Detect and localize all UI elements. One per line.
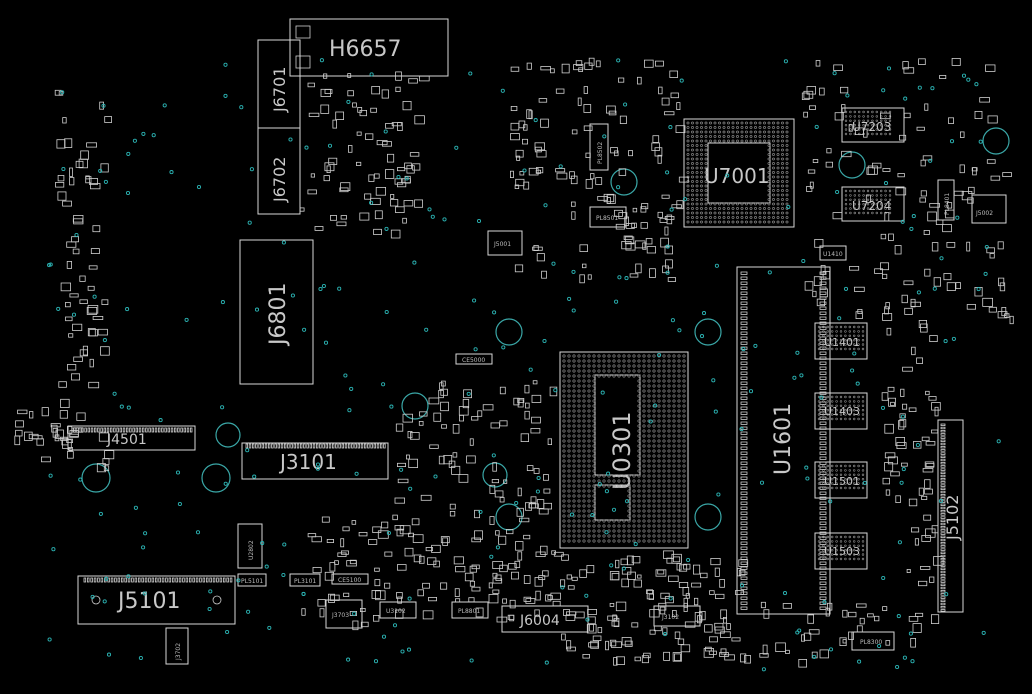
label-u1503: U1503 [824, 545, 860, 558]
label-ce5000: CE5000 [462, 357, 485, 364]
label-j5101: J5101 [116, 589, 180, 614]
label-u0301: U0301 [608, 411, 636, 490]
inductor-pl5101[interactable]: PL5101 [237, 573, 267, 587]
chip-u1501[interactable]: U1501 [814, 461, 868, 499]
label-u3102: U3102 [386, 608, 406, 615]
label-pl3101: PL3101 [294, 578, 316, 585]
label-j5001: J5001 [493, 241, 511, 248]
connector-j3102[interactable]: J3102 [653, 605, 701, 627]
bga-ball-grids [562, 110, 892, 561]
connector-j3101[interactable]: J3101 [241, 442, 389, 480]
connector-j3702[interactable]: J3702 [165, 627, 189, 665]
connector-j5002[interactable]: J5002 [971, 194, 1007, 224]
label-u7204: U7204 [852, 199, 891, 213]
label-j3702: J3702 [175, 643, 182, 661]
connector-j5102[interactable]: J5102 [937, 419, 964, 613]
label-j3703: J3703 [331, 612, 349, 619]
label-j5002: J5002 [975, 210, 993, 217]
label-u1403: U1403 [824, 405, 860, 418]
connector-h6657[interactable]: H6657 [289, 18, 449, 77]
smd-components [14, 57, 1014, 668]
label-h6657: H6657 [329, 37, 402, 62]
inductor-pl8801[interactable]: PL8801 [451, 601, 489, 619]
label-pl5101: PL5101 [241, 578, 263, 585]
label-j3101: J3101 [278, 450, 337, 474]
label-pl8501: PL8501 [596, 215, 618, 222]
label-j6004: J6004 [519, 613, 560, 629]
label-j3102: J3102 [661, 614, 679, 621]
label-j6702: J6702 [270, 157, 289, 203]
label-u7203: U7203 [852, 120, 891, 134]
inductor-pl3101[interactable]: PL3101 [289, 573, 321, 587]
inductor-pl8502[interactable]: PL8502 [589, 123, 609, 171]
connector-j6801[interactable]: J6801 [239, 239, 314, 385]
chip-u1410[interactable]: U1410 [819, 245, 847, 261]
memory-slot-u1601[interactable]: U1601 [736, 266, 831, 615]
inductor-pl8300[interactable]: PL8300 [851, 631, 895, 651]
chip-u2802[interactable]: U2802 [237, 523, 263, 569]
vias [47, 58, 1001, 672]
label-u1401: U1401 [824, 336, 860, 349]
label-u1601: U1601 [771, 403, 796, 475]
chip-u1401[interactable]: U1401 [814, 322, 868, 360]
label-pl8801: PL8801 [458, 608, 480, 615]
label-u7001: U7001 [704, 164, 770, 188]
label-j6701: J6701 [270, 67, 289, 113]
label-u1410: U1410 [823, 251, 843, 258]
cap-ce5000[interactable]: CE5000 [455, 353, 493, 365]
connector-j5001[interactable]: J5001 [487, 230, 523, 256]
connector-j6701[interactable]: J6701 [257, 39, 301, 129]
mounting-holes [81, 127, 1010, 531]
cap-ce5100[interactable]: CE5100 [331, 573, 369, 585]
chip-u7001[interactable]: U7001 [683, 118, 795, 228]
label-pl8502: PL8502 [597, 142, 604, 164]
label-u2802: U2802 [248, 540, 255, 560]
inductor-pl8401[interactable]: PL8401 [937, 179, 955, 221]
label-u1501: U1501 [824, 475, 860, 488]
connector-j3703[interactable]: J3703 [325, 599, 363, 629]
label-j5102: J5102 [943, 495, 962, 541]
connector-j6702[interactable]: J6702 [257, 127, 301, 215]
label-pl8300: PL8300 [860, 639, 882, 646]
connector-j5101[interactable]: J5101 [77, 575, 236, 625]
label-ce5100: CE5100 [338, 577, 361, 584]
label-j6801: J6801 [266, 283, 291, 347]
label-j4501: J4501 [106, 432, 147, 448]
